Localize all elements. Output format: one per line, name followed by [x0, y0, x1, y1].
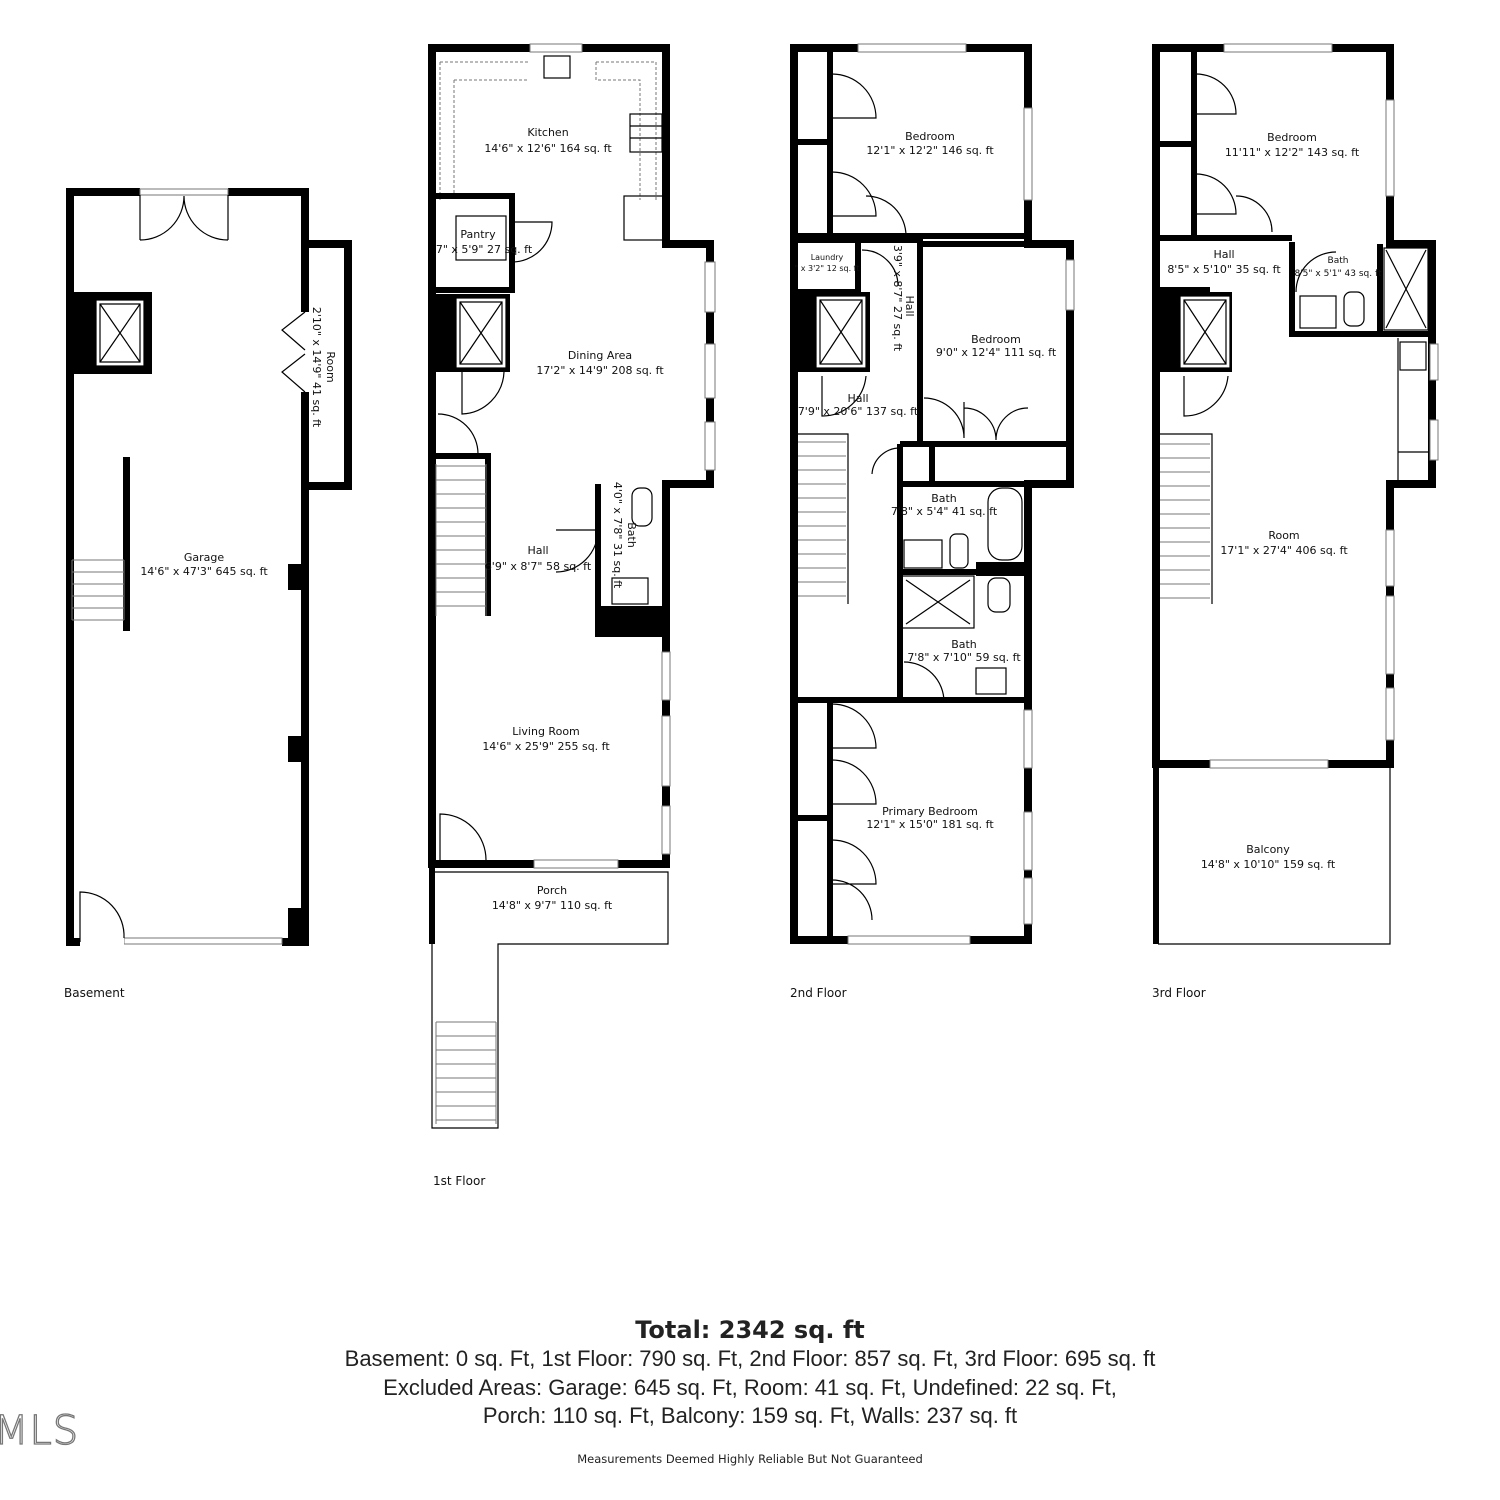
bedroom3-name: Bedroom — [1267, 131, 1317, 144]
laundry-dims: " x 3'2" 12 sq. ft — [795, 264, 860, 273]
dining-dims: 17'2" x 14'9" 208 sq. ft — [536, 364, 664, 377]
excluded-areas-line1: Excluded Areas: Garage: 645 sq. Ft, Room… — [383, 1375, 1117, 1400]
floor-label-basement: Basement — [64, 986, 125, 1000]
laundry-name: Laundry — [811, 253, 844, 262]
hall3-dims: 8'5" x 5'10" 35 sq. ft — [1167, 263, 1281, 276]
hall3-name: Hall — [1213, 248, 1234, 261]
room3-dims: 17'1" x 27'4" 406 sq. ft — [1220, 544, 1348, 557]
hall2-dims: 7'9" x 20'6" 137 sq. ft — [798, 405, 919, 418]
floor-label-second: 2nd Floor — [790, 986, 847, 1000]
bath2b-name: Bath — [951, 638, 977, 651]
floor-plan-drawing: Garage 14'6" x 47'3" 645 sq. ft Room 2'1… — [64, 43, 1439, 1188]
garage-name: Garage — [184, 551, 225, 564]
bath2a-dims: 7'8" x 5'4" 41 sq. ft — [891, 505, 998, 518]
kitchen-dims: 14'6" x 12'6" 164 sq. ft — [484, 142, 612, 155]
disclaimer: Measurements Deemed Highly Reliable But … — [577, 1452, 923, 1466]
hall2v-dims: 3'9" x 8'7" 27 sq. ft — [891, 245, 904, 352]
bedroom2b-name: Bedroom — [971, 333, 1021, 346]
room3-name: Room — [1268, 529, 1299, 542]
living-name: Living Room — [512, 725, 580, 738]
primary-dims: 12'1" x 15'0" 181 sq. ft — [866, 818, 994, 831]
total-area: Total: 2342 sq. ft — [635, 1316, 865, 1344]
bath1-name: Bath — [625, 522, 638, 548]
bedroom2b-dims: 9'0" x 12'4" 111 sq. ft — [936, 346, 1057, 359]
bath2a-name: Bath — [931, 492, 957, 505]
floor-label-first: 1st Floor — [433, 1174, 485, 1188]
small-room-walls — [305, 240, 352, 490]
floor-label-third: 3rd Floor — [1152, 986, 1206, 1000]
first-floor-plan — [428, 43, 716, 1129]
garage-dims: 14'6" x 47'3" 645 sq. ft — [140, 565, 268, 578]
pantry-name: Pantry — [460, 228, 496, 241]
excluded-areas-line2: Porch: 110 sq. Ft, Balcony: 159 sq. Ft, … — [482, 1403, 1018, 1428]
porch-name: Porch — [537, 884, 567, 897]
room-labels: Garage 14'6" x 47'3" 645 sq. ft Room 2'1… — [140, 126, 1382, 912]
first-floor-walls — [428, 44, 714, 868]
dining-name: Dining Area — [568, 349, 632, 362]
mls-watermark: MLS — [0, 1407, 80, 1454]
bedroom2a-dims: 12'1" x 12'2" 146 sq. ft — [866, 144, 994, 157]
primary-name: Primary Bedroom — [882, 805, 978, 818]
small-room-dims: 2'10" x 14'9" 41 sq. ft — [310, 307, 323, 428]
small-room-name: Room — [324, 351, 337, 382]
bath1-dims: 4'0" x 7'8" 31 sq. ft — [611, 482, 624, 589]
bedroom2a-name: Bedroom — [905, 130, 955, 143]
bath3-name: Bath — [1328, 256, 1349, 266]
hall2v-name: Hall — [903, 295, 916, 316]
floor-area-summary: Basement: 0 sq. Ft, 1st Floor: 790 sq. F… — [344, 1346, 1156, 1371]
second-floor-plan — [790, 43, 1075, 945]
hall2-name: Hall — [847, 392, 868, 405]
bath3-dims: 8'5" x 5'1" 43 sq. ft — [1294, 269, 1381, 279]
hall1-dims: 6'9" x 8'7" 58 sq. ft — [485, 560, 592, 573]
kitchen-name: Kitchen — [527, 126, 568, 139]
bath2b-dims: 7'8" x 7'10" 59 sq. ft — [907, 651, 1021, 664]
basement-plan — [66, 187, 352, 947]
living-dims: 14'6" x 25'9" 255 sq. ft — [482, 740, 610, 753]
pantry-dims: 7" x 5'9" 27 sq. ft — [436, 243, 533, 256]
porch-dims: 14'8" x 9'7" 110 sq. ft — [492, 899, 613, 912]
balcony-dims: 14'8" x 10'10" 159 sq. ft — [1201, 858, 1336, 871]
balcony-name: Balcony — [1246, 843, 1290, 856]
bedroom3-dims: 11'11" x 12'2" 143 sq. ft — [1225, 146, 1360, 159]
third-floor-plan — [1152, 43, 1439, 945]
hall1-name: Hall — [527, 544, 548, 557]
